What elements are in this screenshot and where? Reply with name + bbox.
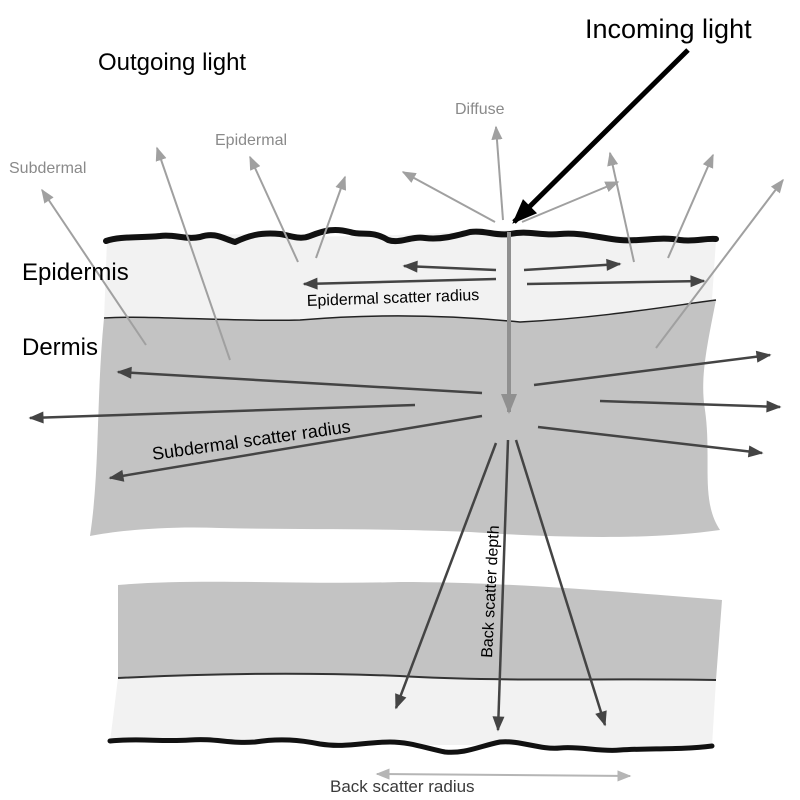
dermis-label: Dermis [22,334,98,361]
subdermal-outgoing-arrow [155,146,231,361]
epidermal-scatter-radius-label: Epidermal scatter radius [307,287,480,310]
back-scatter-radius-arrow [375,768,632,782]
diffuse-arrow-left [401,171,496,223]
lower-boundary-line [117,672,717,681]
back-scatter-arrow-left [394,442,498,710]
subdermal-scatter-arrow-left-upper [116,366,483,395]
lower-epidermis-layer [110,673,716,748]
lower-dermis-layer [118,581,722,680]
subdermal-scatter-arrow-right-upper [533,350,772,387]
subdermal-label: Subdermal [9,160,86,177]
epidermal-scatter-arrow-left-lower [302,277,497,290]
back-scatter-arrow-center [492,439,510,732]
epidermal-scatter-arrows [302,258,706,290]
incoming-light-label: Incoming light [585,14,752,44]
subdermal-scatter-arrow-left-mid [28,403,416,424]
back-scatter-depth-label: Back scatter depth [479,525,503,658]
epidermal-outgoing-arrow-1 [249,155,299,263]
subdermal-scatter-arrows [28,350,782,482]
back-scatter-arrows [394,439,607,732]
outgoing-light-label: Outgoing light [98,49,246,76]
diffuse-arrow-right [521,181,620,223]
subdermal-scatter-arrow-right-lower [537,425,764,458]
diffuse-label: Diffuse [455,101,505,118]
outgoing-light-arrows [41,125,784,361]
epidermal-scatter-arrow-right-lower [526,275,706,288]
epidermis-dermis-boundary [103,299,717,323]
epidermal-scatter-arrow-right-upper [523,258,622,272]
diffuse-arrow-up [491,125,504,221]
epidermal-scatter-arrow-left-upper [402,260,497,273]
incoming-light-arrow [512,48,690,224]
back-scatter-arrow-right [514,439,607,727]
lower-surface-line [107,737,715,755]
epidermal-label: Epidermal [215,132,287,149]
back-scatter-radius-label: Back scatter radius [330,777,475,796]
epidermal-outgoing-arrow-3 [607,151,635,263]
epidermis-label: Epidermis [22,259,129,286]
subdermal-scatter-arrow-right-mid [599,399,782,413]
epidermal-outgoing-arrow-4 [667,153,714,259]
dermis-layer [90,300,720,537]
epidermal-outgoing-arrow-2 [315,175,347,259]
skin-surface-line [103,226,719,245]
subdermal-scatter-arrow-left-lower [108,414,483,482]
subdermal-outgoing-arrow-left [41,188,147,346]
epidermis-layer [104,230,716,322]
subdermal-outgoing-arrow-right [655,178,784,349]
